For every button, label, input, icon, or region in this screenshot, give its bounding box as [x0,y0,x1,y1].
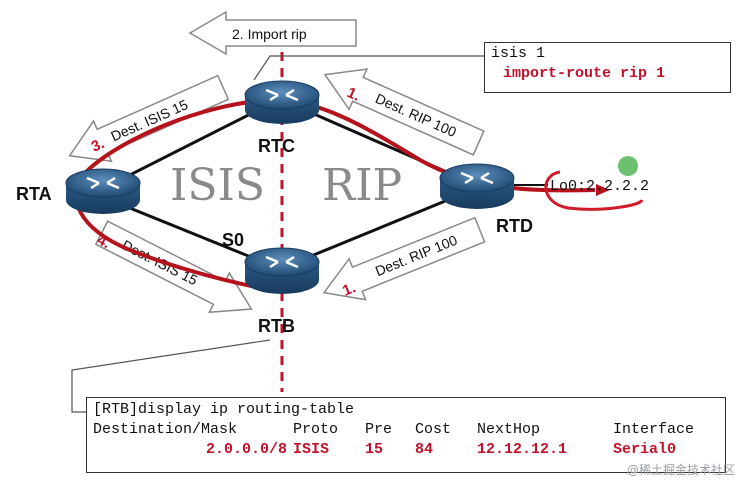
isis-config-box: isis 1 import-route rip 1 [484,42,731,93]
routing-table-command: [RTB]display ip routing-table [93,401,355,418]
router-rtc [244,80,320,124]
header-destination: Destination/Mask [93,421,238,438]
interface-s0-label: S0 [222,230,244,250]
route-propagation-path [74,97,596,292]
import-rip-arrow: 2. Import rip [188,10,357,56]
header-cost: Cost [415,421,452,438]
router-rtd-label: RTD [496,216,533,236]
cell-interface: Serial0 [613,441,677,458]
cell-proto: ISIS [293,441,330,458]
cell-destination: 2.0.0.0/8 [205,441,287,458]
router-rtb [244,247,320,294]
rip-domain-label: RIP [322,160,402,211]
router-rtb-label: RTB [258,316,295,336]
table-connector [71,339,271,413]
import-rip-label: 2. Import rip [232,26,307,42]
route-path-arrowhead [596,184,610,196]
green-dot [618,156,638,176]
routing-table-box: [RTB]display ip routing-table Destinatio… [86,397,726,473]
router-rtc-label: RTC [258,136,295,156]
isis-domain-label: ISIS [170,160,265,211]
cell-pre: 15 [365,441,384,458]
router-arrows-icon [460,171,494,185]
header-pre: Pre [365,421,393,438]
config-connector [253,55,484,81]
router-rta-label: RTA [16,184,52,204]
router-arrows-icon [265,255,299,269]
header-nexthop: NextHop [477,421,541,438]
cell-cost: 84 [415,441,434,458]
router-arrows-icon [265,88,299,102]
config-line-1: isis 1 [491,45,546,62]
dest-rip-bottom-arrow: Dest. RIP 100 [322,216,486,301]
header-interface: Interface [613,421,695,438]
router-arrows-icon [86,176,120,190]
router-rta [65,168,141,214]
cell-nexthop: 12.12.12.1 [477,441,568,458]
loopback-scribble [544,170,644,211]
header-proto: Proto [293,421,339,438]
table-row: 2.0.0.0/8 ISIS 15 84 12.12.12.1 Serial0 [93,440,725,460]
router-rtd [439,163,515,209]
routing-table-header: Destination/Mask Proto Pre Cost NextHop … [93,420,725,440]
watermark: @稀土掘金技术社区 [626,463,735,477]
loopback-address: Lo0:2.2.2.2 [550,178,649,195]
config-line-2: import-route rip 1 [503,65,666,82]
step-1-bottom-label: 1. [340,279,358,299]
